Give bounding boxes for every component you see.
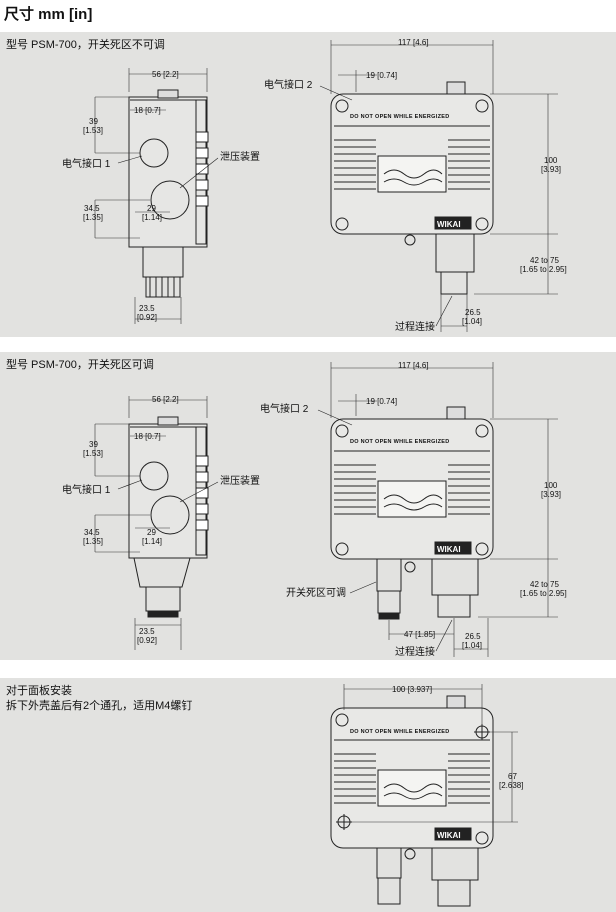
dim-23-5: 23.5 xyxy=(139,304,155,313)
wika-logo: WIKAI xyxy=(437,831,461,840)
warning-text: DO NOT OPEN WHILE ENERGIZED xyxy=(350,729,449,735)
dim-34-5-in: [1.35] xyxy=(83,213,103,222)
side-view xyxy=(128,89,209,298)
dim-29: 29 xyxy=(147,528,156,537)
dim-39-in: [1.53] xyxy=(83,449,103,458)
label-electrical-port-1: 电气接口 1 xyxy=(62,157,111,170)
label-process-connection: 过程连接 xyxy=(395,645,435,658)
front-view-dimensions xyxy=(330,40,558,332)
dim-100: 100 xyxy=(544,156,558,165)
dim-117: 117 [4.6] xyxy=(398,38,429,47)
page-title: 尺寸 mm [in] xyxy=(4,6,93,23)
dim-29-in: [1.14] xyxy=(142,537,162,546)
dim-100-mount: 100 [3.937] xyxy=(392,685,432,694)
dim-47: 47 [1.85] xyxy=(404,630,435,639)
panel-title: 型号 PSM-700，开关死区不可调 xyxy=(6,37,165,51)
mounting-dimensions xyxy=(343,684,518,823)
dim-39: 39 xyxy=(89,440,98,449)
panel-fixed-deadband: 型号 PSM-700，开关死区不可调 56 [2.2] 18 [0.7] 39 … xyxy=(0,32,616,337)
drawing-adjustable-deadband: 型号 PSM-700，开关死区可调 56 [2.2] 18 [0.7] 39 [… xyxy=(6,357,567,658)
mount-title-line1: 对于面板安装 xyxy=(6,683,72,697)
dim-34-5: 34.5 xyxy=(84,204,100,213)
dim-26-5-in: [1.04] xyxy=(462,641,482,650)
dim-100: 100 xyxy=(544,481,558,490)
dim-34-5: 34.5 xyxy=(84,528,100,537)
drawing-fixed-deadband: 型号 PSM-700，开关死区不可调 56 [2.2] 18 [0.7] 39 … xyxy=(6,37,567,333)
label-adjustable-deadband: 开关死区可调 xyxy=(286,586,346,599)
dim-26-5: 26.5 xyxy=(465,632,481,641)
front-view-dimensions xyxy=(330,362,558,657)
dim-42-75-in: [1.65 to 2.95] xyxy=(520,265,567,274)
dim-26-5-in: [1.04] xyxy=(462,317,482,326)
wika-logo: WIKAI xyxy=(437,220,461,229)
dim-19: 19 [0.74] xyxy=(366,71,397,80)
dim-34-5-in: [1.35] xyxy=(83,537,103,546)
front-view xyxy=(330,406,494,620)
side-view xyxy=(128,416,209,618)
panel-title: 型号 PSM-700，开关死区可调 xyxy=(6,357,154,371)
dim-18: 18 [0.7] xyxy=(134,432,161,441)
dim-23-5: 23.5 xyxy=(139,627,155,636)
wika-logo: WIKAI xyxy=(437,545,461,554)
dim-100-in: [3.93] xyxy=(541,165,561,174)
dim-39-in: [1.53] xyxy=(83,126,103,135)
dim-56: 56 [2.2] xyxy=(152,395,179,404)
label-relief-device: 泄压装置 xyxy=(220,150,260,163)
side-view-dimensions xyxy=(94,68,208,324)
dim-42-75: 42 to 75 xyxy=(530,256,559,265)
dim-100-in: [3.93] xyxy=(541,490,561,499)
panel-adjustable-deadband: 型号 PSM-700，开关死区可调 56 [2.2] 18 [0.7] 39 [… xyxy=(0,352,616,660)
dim-29-in: [1.14] xyxy=(142,213,162,222)
dim-42-75-in: [1.65 to 2.95] xyxy=(520,589,567,598)
relief-device-circle xyxy=(150,180,190,220)
dim-67: 67 xyxy=(508,772,517,781)
dim-23-5-in: [0.92] xyxy=(137,636,157,645)
warning-text: DO NOT OPEN WHILE ENERGIZED xyxy=(350,114,449,120)
dim-56: 56 [2.2] xyxy=(152,70,179,79)
label-electrical-port-2: 电气接口 2 xyxy=(260,402,309,415)
mount-title-line2: 拆下外壳盖后有2个通孔，适用M4螺钉 xyxy=(6,698,192,712)
front-view xyxy=(330,695,494,907)
drawing-panel-mounting: 对于面板安装 拆下外壳盖后有2个通孔，适用M4螺钉 DO NOT OPEN WH… xyxy=(6,683,523,907)
label-electrical-port-1: 电气接口 1 xyxy=(62,483,111,496)
panel-panel-mounting: 对于面板安装 拆下外壳盖后有2个通孔，适用M4螺钉 DO NOT OPEN WH… xyxy=(0,678,616,912)
dim-67-in: [2.638] xyxy=(499,781,523,790)
dim-42-75: 42 to 75 xyxy=(530,580,559,589)
label-process-connection: 过程连接 xyxy=(395,320,435,333)
dim-26-5: 26.5 xyxy=(465,308,481,317)
warning-text: DO NOT OPEN WHILE ENERGIZED xyxy=(350,439,449,445)
dim-18: 18 [0.7] xyxy=(134,106,161,115)
front-view xyxy=(330,81,494,295)
dim-23-5-in: [0.92] xyxy=(137,313,157,322)
label-relief-device: 泄压装置 xyxy=(220,474,260,487)
label-electrical-port-2: 电气接口 2 xyxy=(264,78,313,91)
dim-29: 29 xyxy=(147,204,156,213)
dim-19: 19 [0.74] xyxy=(366,397,397,406)
side-view-dimensions xyxy=(94,396,208,650)
dim-39: 39 xyxy=(89,117,98,126)
dim-117: 117 [4.6] xyxy=(398,361,429,370)
